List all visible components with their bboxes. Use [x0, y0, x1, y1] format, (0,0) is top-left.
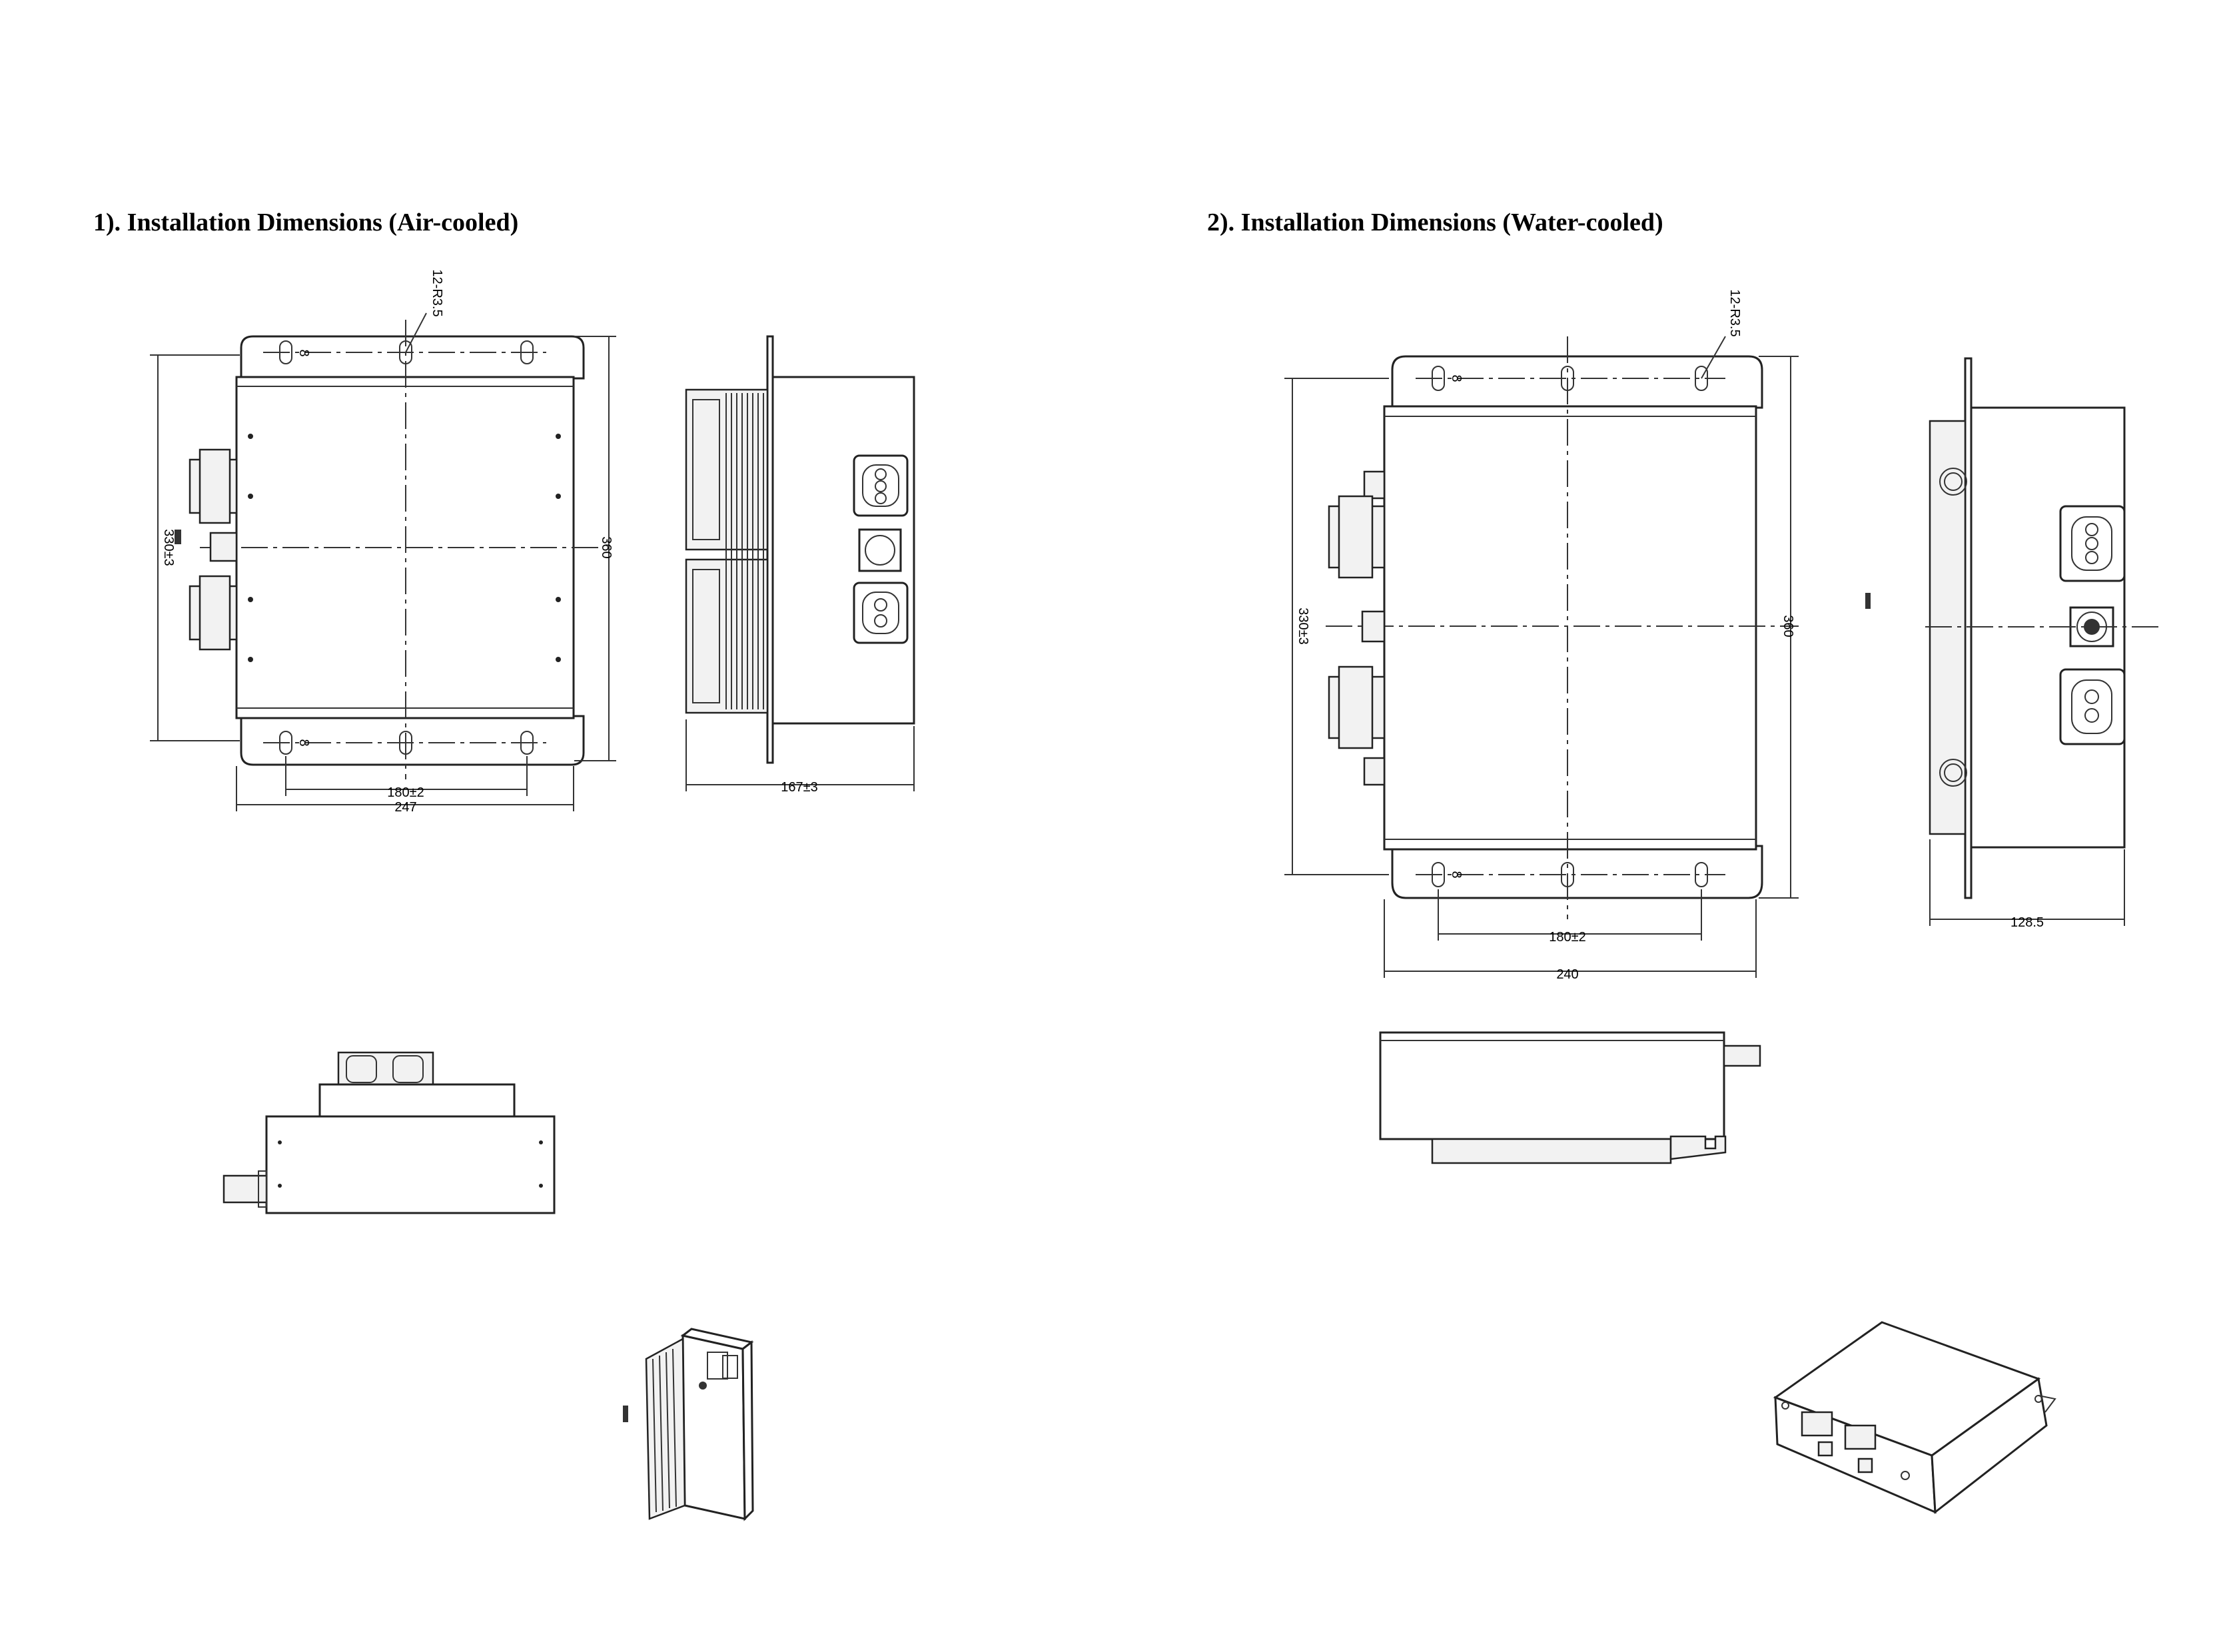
dim-water-height: 330±3: [1296, 608, 1310, 644]
slot-label-water-bottom: 8: [1449, 871, 1464, 878]
air-cooled-isometric-view: [623, 1328, 754, 1521]
dim-water-depth: 128.5: [2010, 915, 2044, 930]
dim-air-height: 330±3: [161, 529, 176, 566]
hole-label-water: 12-R3.5: [1727, 289, 1742, 336]
dim-air-depth: 167±3: [781, 780, 817, 795]
dim-water-hole-spacing: 180±2: [1549, 930, 1585, 945]
dim-air-hole-spacing: 180±2: [387, 785, 424, 800]
dim-water-width: 240: [1556, 967, 1578, 982]
air-cooled-front-view: 330±3 360 12-R3.5 8 8 180±2 247: [150, 269, 616, 815]
air-cooled-side-view: 167±3: [685, 335, 915, 795]
slot-label-air-top: 8: [296, 349, 311, 356]
water-cooled-front-view: 330±3 360 12-R3.5 8 8 180±2 240: [1284, 289, 1871, 982]
dim-air-overall-height: 360: [599, 536, 614, 558]
hole-label-air: 12-R3.5: [430, 269, 444, 316]
dim-air-width: 247: [394, 800, 416, 815]
water-cooled-bottom-view: [1379, 1031, 1761, 1164]
water-cooled-isometric-view: [1773, 1321, 2056, 1514]
section-title-air-cooled: 1). Installation Dimensions (Air-cooled): [93, 208, 519, 236]
air-cooled-bottom-view: [222, 1051, 556, 1214]
dim-water-overall-height: 360: [1781, 615, 1795, 637]
slot-label-air-bottom: 8: [296, 739, 311, 746]
water-cooled-side-view: 128.5: [1925, 357, 2158, 930]
slot-label-water-top: 8: [1449, 374, 1464, 382]
section-title-water-cooled: 2). Installation Dimensions (Water-coole…: [1207, 208, 1663, 236]
